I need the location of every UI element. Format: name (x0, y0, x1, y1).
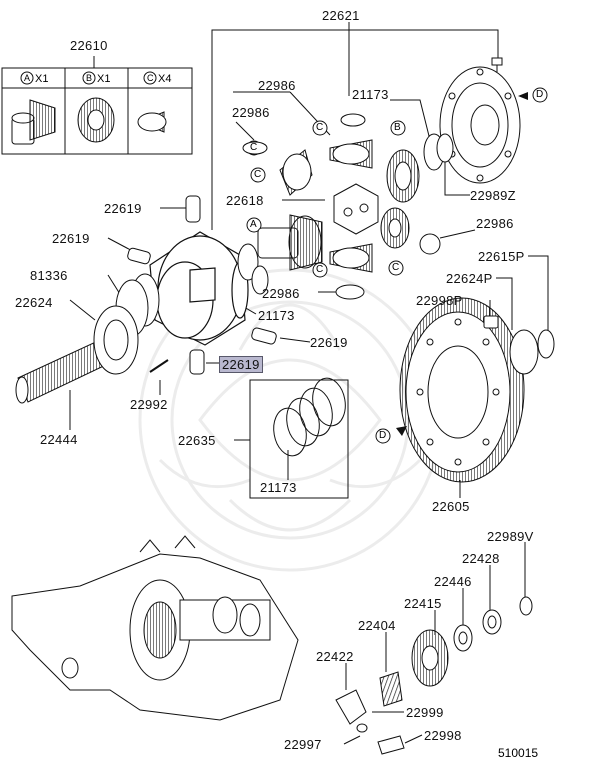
kit-item-a-shaft-gear (11, 99, 56, 145)
part-22444: 22444 (40, 432, 78, 447)
callout-d-1: D (536, 89, 544, 100)
shims-bearing-rings (115, 243, 269, 337)
part-22605: 22605 (432, 499, 470, 514)
kit-table (1, 56, 193, 155)
part-22624p: 22624P (446, 271, 493, 286)
part-22986-b: 22986 (232, 105, 270, 120)
part-22619-highlighted[interactable]: 22619 (219, 356, 263, 373)
part-22999: 22999 (406, 705, 444, 720)
part-22619-a: 22619 (104, 201, 142, 216)
part-22415: 22415 (404, 596, 442, 611)
arrows (396, 92, 528, 436)
leader-lines (69, 22, 549, 745)
part-21173-c: 21173 (260, 480, 297, 495)
diagram-reference: 510015 (498, 746, 539, 760)
part-22619-c: 22619 (310, 335, 348, 350)
part-22404: 22404 (358, 618, 396, 633)
drive-shaft (15, 305, 139, 404)
kit-part-number: 22610 (70, 38, 108, 53)
part-22446: 22446 (434, 574, 472, 589)
kit-item-c-letter: C (147, 73, 154, 83)
pins-22619 (127, 195, 277, 375)
part-22621: 22621 (322, 8, 360, 23)
kit-item-b-letter: B (86, 73, 93, 83)
callout-b: B (394, 122, 401, 133)
kit-item-b-side-gear (77, 97, 115, 143)
transaxle-case (11, 535, 299, 721)
bearing-22615p (483, 315, 555, 375)
callout-d-2: D (379, 430, 387, 441)
side-gear-shaft (257, 214, 323, 271)
part-22998: 22998 (424, 728, 462, 743)
output-small-parts (335, 596, 533, 755)
diff-case-flange (439, 66, 521, 184)
kit-item-a-letter: A (24, 73, 31, 83)
kit-letter-circles (20, 71, 157, 85)
diff-case (149, 231, 249, 346)
part-22986-d: 22986 (262, 286, 300, 301)
callout-c-4: C (392, 262, 400, 273)
part-22428: 22428 (462, 551, 500, 566)
part-22992: 22992 (130, 397, 168, 412)
part-22997: 22997 (284, 737, 322, 752)
part-22635: 22635 (178, 433, 216, 448)
callout-c-1: C (316, 122, 324, 133)
part-22624: 22624 (15, 295, 53, 310)
kit-item-a-qty: X1 (35, 73, 49, 85)
part-22986-a: 22986 (258, 78, 296, 93)
ring-gear (399, 297, 525, 483)
kit-item-b-qty: X1 (97, 73, 111, 85)
part-22619-b: 22619 (52, 231, 90, 246)
part-22422: 22422 (316, 649, 354, 664)
callout-c-5: C (316, 264, 324, 275)
part-22998p: 22998P (416, 293, 463, 308)
callout-c-3: C (254, 169, 262, 180)
callout-c-2: C (250, 142, 258, 153)
part-22989v: 22989V (487, 529, 534, 544)
part-22615p: 22615P (478, 249, 525, 264)
pinion-shaft-block (333, 183, 379, 235)
gear-assembly (242, 113, 454, 300)
part-22618: 22618 (226, 193, 264, 208)
part-21173-b: 21173 (258, 308, 295, 323)
bolt-small (491, 57, 503, 72)
kit-item-c-qty: X4 (158, 73, 172, 85)
part-22986-c: 22986 (476, 216, 514, 231)
part-22989z: 22989Z (470, 188, 516, 203)
part-81336: 81336 (30, 268, 68, 283)
snap-ring-box (249, 377, 349, 499)
kit-item-c-pinion-gear (137, 111, 167, 133)
part-21173-a: 21173 (352, 87, 389, 102)
callout-a: A (250, 219, 257, 230)
